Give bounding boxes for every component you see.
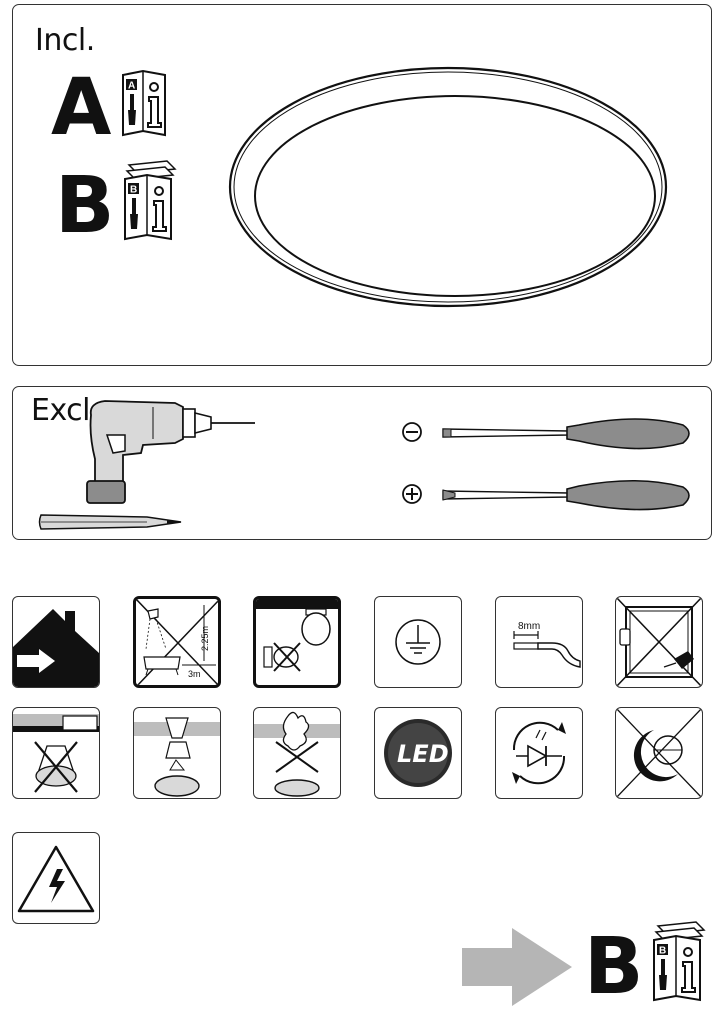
class-two-insulation-symbol xyxy=(615,596,703,688)
wire-strip-length-symbol: 8mm xyxy=(495,596,583,688)
recessed-mount-symbol xyxy=(133,707,221,799)
excluded-panel: Excl. xyxy=(12,386,712,540)
manual-b-letter: B xyxy=(55,161,115,251)
next-step-arrow-icon xyxy=(462,928,572,1006)
manual-a-letter: A xyxy=(51,63,112,153)
led-label: LED xyxy=(397,740,449,768)
no-wall-mount-symbol xyxy=(253,596,341,688)
indoor-use-symbol xyxy=(12,596,100,688)
flat-screwdriver-icon xyxy=(402,418,690,450)
footer-manual-b-icon: B xyxy=(653,921,706,1002)
no-insulation-cover-symbol xyxy=(12,707,100,799)
svg-text:B: B xyxy=(130,185,137,196)
led-symbol: LED xyxy=(374,707,462,799)
excluded-title: Excl. xyxy=(31,393,100,428)
phillips-screwdriver-icon xyxy=(402,479,690,511)
bathroom-distance-label: 3m xyxy=(188,669,201,679)
included-title: Incl. xyxy=(35,23,95,58)
pencil-icon xyxy=(38,514,182,530)
strip-length-label: 8mm xyxy=(518,621,540,632)
included-panel: Incl. A A B B xyxy=(12,4,712,366)
protective-earth-symbol xyxy=(374,596,462,688)
manual-b-icon: B xyxy=(124,160,177,241)
electric-shock-warning-symbol xyxy=(12,832,100,924)
not-dimmable-symbol xyxy=(615,707,703,799)
footer-manual-letter: B xyxy=(584,922,644,1012)
svg-text:B: B xyxy=(659,946,666,957)
manual-a-icon: A xyxy=(122,69,166,137)
led-lifetime-symbol xyxy=(495,707,583,799)
bathroom-distance-symbol: 2.25m 3m xyxy=(133,596,221,688)
drill-icon xyxy=(86,400,255,504)
svg-text:A: A xyxy=(128,81,135,92)
ceiling-lamp-illustration xyxy=(228,66,668,308)
no-combustible-material-symbol xyxy=(253,707,341,799)
bathroom-height-label: 2.25m xyxy=(200,626,210,651)
